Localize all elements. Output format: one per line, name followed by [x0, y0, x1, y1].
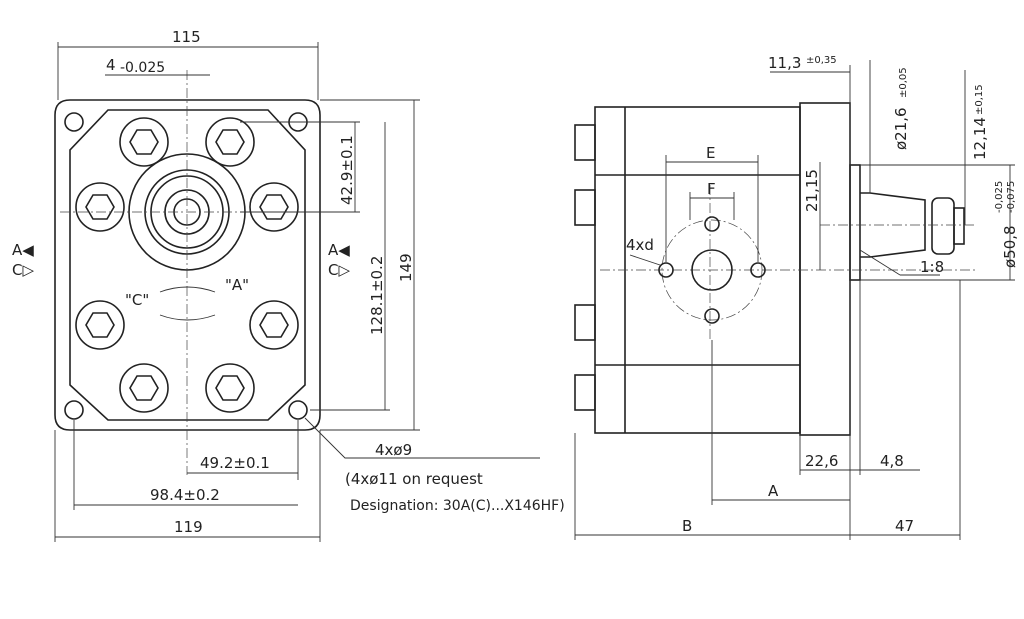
dim-pilot-tol-lower: -0,075 — [1006, 181, 1017, 213]
port-c-right: C▷ — [328, 261, 350, 279]
dim-shaft-offset: 42.9±0.1 — [338, 135, 356, 205]
dim-bolt-spacing-v: 128.1±0.2 — [368, 256, 386, 335]
dim-width-bottom: 119 — [174, 518, 203, 536]
corner-holes — [64, 112, 308, 420]
port-a-left: A◀ — [12, 241, 34, 259]
designation: Designation: 30A(C)...X146HF) — [350, 498, 565, 514]
front-view: "C" "A" A◀ C▷ A◀ C▷ 115 4 -0.025 42.9±0.… — [12, 28, 565, 542]
dim-taper-dia: ø21,6 — [892, 107, 910, 150]
dim-height-total: 149 — [397, 253, 415, 282]
dim-pilot-dia: ø50,8 — [1001, 225, 1019, 268]
mounting-plate — [54, 99, 321, 431]
dim-flange-thickness: 11,3 — [768, 54, 801, 72]
pilot — [849, 164, 861, 281]
side-dimension-lines — [574, 60, 1015, 540]
shaft-nut — [931, 197, 955, 255]
dim-pilot-len: 4,8 — [880, 452, 904, 470]
dim-flange-to-port: 22,6 — [805, 452, 838, 470]
port-a-right: A◀ — [328, 241, 350, 259]
hole-callout: 4xø9 — [375, 441, 412, 459]
rotation-arrow-icon — [159, 286, 216, 321]
body-outline — [69, 109, 306, 421]
dim-port-offset: 21,15 — [803, 169, 821, 212]
taper-ratio: 1:8 — [920, 258, 944, 276]
port-c-left: C▷ — [12, 261, 34, 279]
port-holes-label: 4xd — [626, 236, 654, 254]
port-f-label: F — [707, 180, 716, 198]
dim-flange-thickness-tol: ±0,35 — [806, 55, 837, 66]
dim-pilot-tol-upper: -0,025 — [994, 181, 1005, 213]
rotation-c-label: "C" — [125, 291, 149, 309]
port-pattern — [658, 216, 766, 324]
side-view: 11,3 ±0,35 ø21,6 ±0,05 12,14 ±0,15 ø50,8… — [574, 54, 1019, 540]
dim-half-bolt-spacing: 49.2±0.1 — [200, 454, 270, 472]
dim-keyway: 4 — [106, 56, 116, 74]
dim-b: B — [682, 517, 692, 535]
front-dimension-lines — [54, 42, 540, 542]
dim-taper-dia-tol: ±0,05 — [898, 67, 909, 98]
hole-option: (4xø11 on request — [345, 470, 483, 488]
dim-width-top: 115 — [172, 28, 201, 46]
dim-keyway-tol: -0.025 — [120, 60, 165, 76]
bolts — [75, 117, 299, 413]
dim-taper-len: 12,14 — [971, 117, 989, 160]
rotation-a-label: "A" — [225, 276, 249, 294]
body-bolt-heads — [574, 124, 596, 411]
dim-taper-len-tol: ±0,15 — [974, 84, 985, 115]
port-e-label: E — [706, 144, 715, 162]
dim-bolt-spacing-h: 98.4±0.2 — [150, 486, 220, 504]
dim-shaft-len: 47 — [895, 517, 914, 535]
dim-a: A — [768, 482, 779, 500]
mounting-flange — [799, 102, 851, 436]
